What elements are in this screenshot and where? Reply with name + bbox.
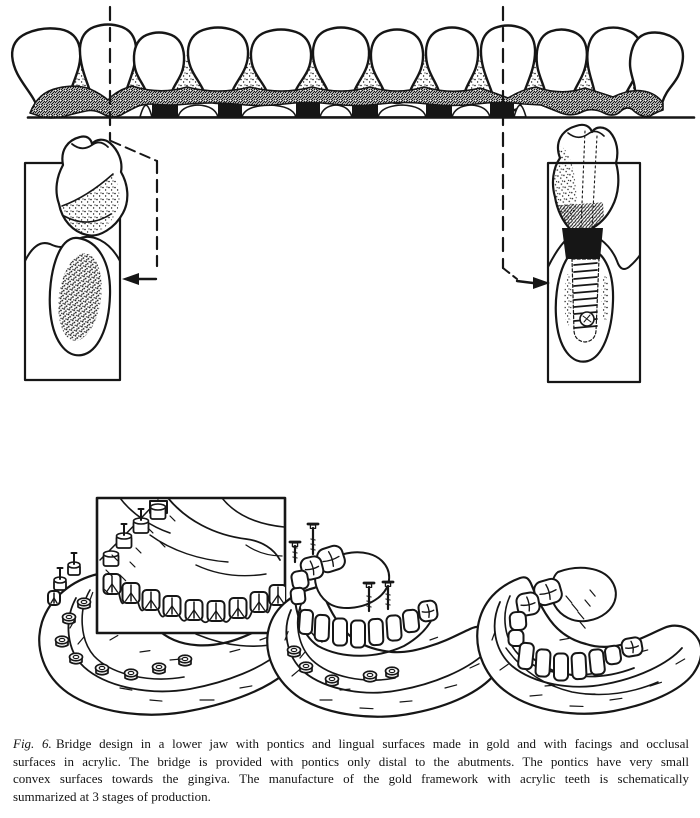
right-pointer-arrow-icon: [533, 277, 550, 289]
production-stage-3-finished-model: [476, 566, 700, 715]
model-tooth: [570, 651, 588, 681]
model-tooth: [515, 591, 541, 617]
figure-caption: Fig. 6.Bridge design in a lower jaw with…: [13, 735, 689, 805]
teeth-row: [10, 23, 685, 119]
model-tooth: [297, 608, 315, 636]
implant-screw: [571, 258, 600, 343]
model-tooth: [620, 636, 644, 658]
model-tooth: [367, 617, 385, 647]
model-tooth: [401, 608, 421, 634]
occlusal-fissure: [567, 130, 605, 139]
model-tooth: [417, 599, 439, 623]
caption-line-1-text: Bridge design in a lower jaw with pontic…: [55, 736, 689, 751]
implant-detail: [502, 123, 642, 384]
fixation-screw: [288, 540, 302, 564]
magnifier-inset-content: [99, 498, 285, 624]
model-tooth: [350, 619, 366, 649]
model-tooth: [507, 629, 525, 647]
fixation-screw: [306, 522, 320, 556]
fixation-screw: [362, 581, 376, 613]
production-stage-1-framework-model: [38, 496, 300, 716]
model-tooth: [534, 648, 552, 678]
left-pointer-arrow-icon: [122, 273, 139, 285]
model-tooth: [517, 641, 535, 671]
abutment-tooth-detail: [23, 135, 159, 382]
implant-crown: [551, 123, 620, 232]
model-tooth: [289, 586, 307, 606]
gingival-band: [29, 85, 664, 119]
occlusal-fissure: [71, 141, 109, 150]
model-tooth: [588, 648, 606, 676]
bridge-cross-section-schematic: [10, 5, 696, 270]
pontic-saddle: [319, 104, 353, 118]
implant-abutment-collar: [562, 228, 603, 259]
figure-artwork: [10, 5, 700, 718]
crown-gold-surface-stipple: [62, 174, 120, 235]
model-tooth: [313, 613, 331, 643]
pontic-saddle: [513, 104, 527, 118]
figure-number-label: Fig. 6.: [13, 736, 52, 751]
pontic-base-block: [490, 100, 514, 117]
root-stipple: [58, 253, 102, 341]
pontic-saddle: [241, 104, 297, 118]
pontic-saddle: [139, 104, 153, 118]
model-tooth: [603, 644, 623, 666]
model-tooth: [553, 652, 569, 682]
production-stage-2-tryin-model: [266, 522, 506, 718]
model-tooth: [385, 614, 403, 642]
model-tooth: [508, 610, 528, 632]
pontic-base-block: [296, 100, 320, 117]
caption-line-1: Fig. 6.Bridge design in a lower jaw with…: [13, 735, 689, 753]
model-tooth: [332, 617, 348, 647]
caption-line-3: convex surfaces towards the gingiva. The…: [13, 771, 689, 787]
pontic-saddle: [377, 104, 427, 118]
caption-line-4: summarized at 3 stages of production.: [13, 788, 211, 804]
fixation-screw: [381, 580, 395, 611]
pontic-saddle: [451, 104, 491, 118]
caption-line-2: surfaces in acrylic. The bridge is provi…: [13, 753, 689, 769]
pontic-saddle: [177, 104, 219, 118]
gingiva-contour: [599, 238, 641, 270]
